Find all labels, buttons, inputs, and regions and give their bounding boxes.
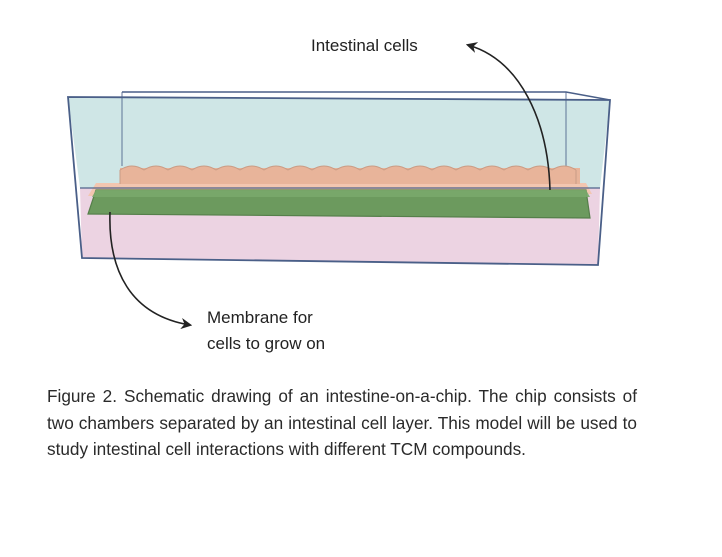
membrane-arrow — [109, 211, 193, 330]
membrane-label: Membrane for cells to grow on — [207, 305, 325, 357]
upper-chamber — [68, 97, 610, 188]
membrane-label-line-1: Membrane for — [207, 308, 313, 327]
intestinal-cells-label: Intestinal cells — [311, 36, 418, 55]
chip-outline — [67, 96, 611, 266]
figure-caption: Figure 2. Schematic drawing of an intest… — [47, 386, 637, 459]
cells-arrow — [465, 42, 551, 191]
membrane-label-line-2: cells to grow on — [207, 334, 326, 353]
